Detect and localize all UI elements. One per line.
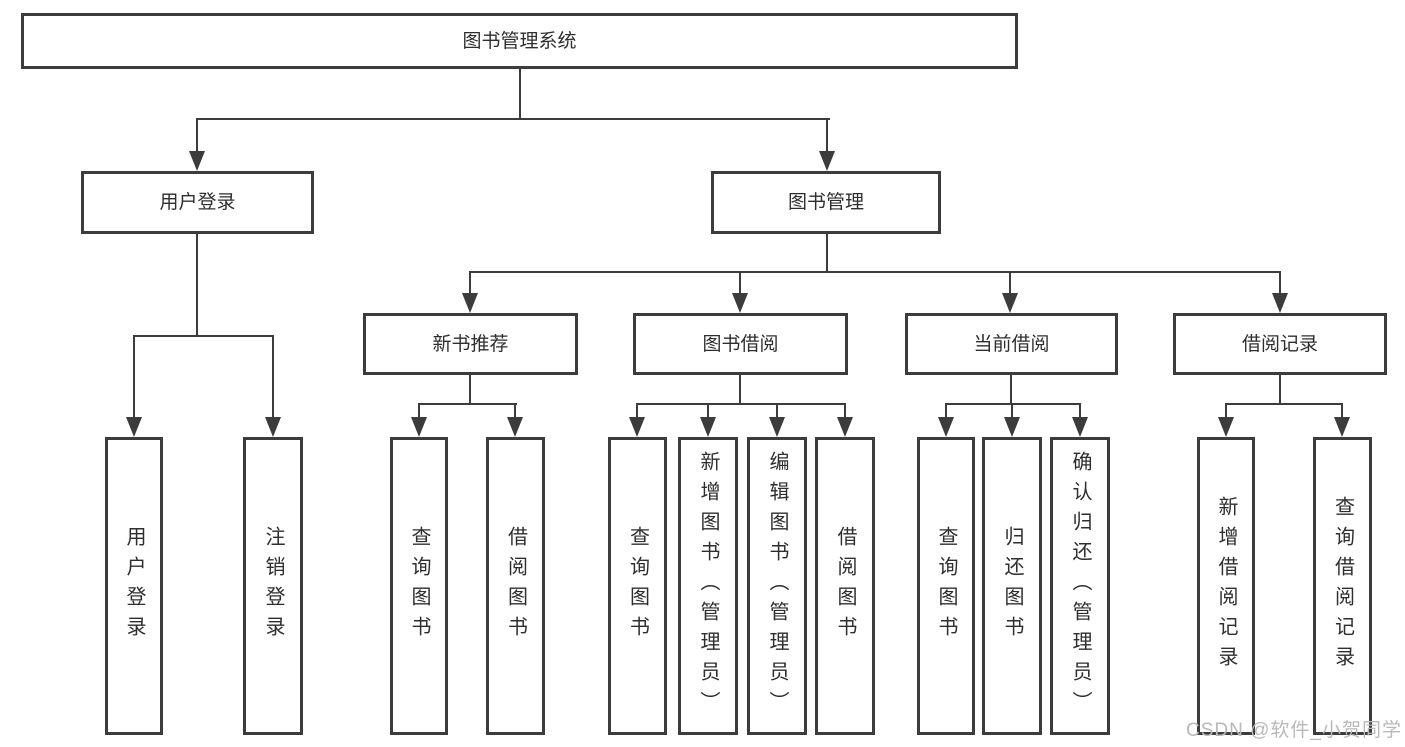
arrowhead-down-icon bbox=[1334, 417, 1350, 437]
connector-book-management-stem bbox=[826, 234, 828, 273]
node-root-label: 图书管理系统 bbox=[462, 30, 577, 52]
arrowhead-down-icon bbox=[507, 417, 523, 437]
leaf-query-books-borrowing-label: 查询图书 bbox=[626, 526, 649, 646]
connector-current-stem bbox=[1010, 375, 1012, 405]
leaf-add-book-admin-label: 新增图书（管理员） bbox=[697, 451, 719, 721]
arrowhead-down-icon bbox=[1272, 293, 1288, 313]
connector-recommendation-stem bbox=[469, 375, 471, 405]
arrowhead-down-icon bbox=[1004, 417, 1020, 437]
leaf-query-borrow-record-label: 查询借阅记录 bbox=[1331, 496, 1354, 676]
connector-drop bbox=[1225, 403, 1227, 419]
leaf-add-book-admin: 新增图书（管理员） bbox=[678, 437, 738, 735]
arrowhead-down-icon bbox=[1002, 293, 1018, 313]
leaf-query-books-current-label: 查询图书 bbox=[935, 526, 957, 646]
connector-drop bbox=[636, 403, 638, 419]
leaf-edit-book-admin: 编辑图书（管理员） bbox=[747, 437, 807, 735]
leaf-logout-label: 注销登录 bbox=[262, 526, 284, 646]
node-borrowing-records-label: 借阅记录 bbox=[1241, 333, 1318, 355]
connector-drop bbox=[514, 403, 516, 419]
arrowhead-down-icon bbox=[189, 151, 205, 171]
watermark: CSDN @软件_小贺同学 bbox=[1186, 720, 1402, 741]
leaf-confirm-return-admin: 确认归还（管理员） bbox=[1050, 437, 1110, 735]
arrowhead-down-icon bbox=[411, 417, 427, 437]
connector-records-rail bbox=[1225, 403, 1343, 405]
leaf-borrow-books-recommend: 借阅图书 bbox=[486, 437, 545, 735]
leaf-user-login: 用户登录 bbox=[105, 437, 163, 735]
connector-book-management-rail bbox=[469, 271, 1281, 273]
leaf-user-login-label: 用户登录 bbox=[123, 526, 145, 646]
connector-user-login-stem bbox=[196, 234, 198, 337]
connector-recommendation-rail bbox=[418, 403, 517, 405]
node-root: 图书管理系统 bbox=[21, 13, 1018, 69]
arrowhead-down-icon bbox=[629, 417, 645, 437]
connector-borrowing-rail bbox=[636, 403, 845, 405]
node-current-borrowing: 当前借阅 bbox=[905, 313, 1118, 375]
arrowhead-down-icon bbox=[1072, 417, 1088, 437]
arrowhead-down-icon bbox=[819, 151, 835, 171]
connector-drop bbox=[1011, 403, 1013, 419]
leaf-query-books-recommend-label: 查询图书 bbox=[408, 526, 430, 646]
connector-root-stem bbox=[519, 69, 521, 119]
connector-drop bbox=[945, 403, 947, 419]
node-current-borrowing-label: 当前借阅 bbox=[973, 333, 1050, 355]
leaf-query-books-borrowing: 查询图书 bbox=[608, 437, 667, 735]
leaf-edit-book-admin-label: 编辑图书（管理员） bbox=[766, 451, 788, 721]
connector-drop-book-management bbox=[826, 118, 828, 154]
node-book-management: 图书管理 bbox=[711, 171, 941, 234]
leaf-return-books: 归还图书 bbox=[982, 437, 1042, 735]
connector-records-stem bbox=[1279, 375, 1281, 405]
node-user-login-branch: 用户登录 bbox=[81, 171, 314, 234]
node-book-borrowing-label: 图书借阅 bbox=[702, 333, 779, 355]
connector-drop-recommendation bbox=[469, 271, 471, 295]
connector-borrowing-stem bbox=[739, 375, 741, 405]
connector-drop-records bbox=[1279, 271, 1281, 295]
node-borrowing-records: 借阅记录 bbox=[1173, 313, 1387, 375]
leaf-borrow-books-borrowing: 借阅图书 bbox=[815, 437, 875, 735]
leaf-add-borrow-record-label: 新增借阅记录 bbox=[1215, 496, 1237, 676]
connector-drop-current bbox=[1009, 271, 1011, 295]
leaf-query-books-current: 查询图书 bbox=[917, 437, 975, 735]
node-book-borrowing: 图书借阅 bbox=[633, 313, 848, 375]
connector-drop-leaf-user-login bbox=[133, 335, 135, 419]
node-new-book-recommendation-label: 新书推荐 bbox=[432, 333, 509, 355]
connector-root-rail bbox=[197, 118, 830, 120]
connector-drop bbox=[1079, 403, 1081, 419]
leaf-borrow-books-recommend-label: 借阅图书 bbox=[504, 526, 527, 646]
leaf-query-books-recommend: 查询图书 bbox=[390, 437, 448, 735]
leaf-add-borrow-record: 新增借阅记录 bbox=[1197, 437, 1255, 735]
arrowhead-down-icon bbox=[769, 417, 785, 437]
arrowhead-down-icon bbox=[462, 293, 478, 313]
leaf-query-borrow-record: 查询借阅记录 bbox=[1313, 437, 1372, 735]
node-user-login-branch-label: 用户登录 bbox=[159, 192, 236, 213]
connector-drop bbox=[776, 403, 778, 419]
leaf-borrow-books-borrowing-label: 借阅图书 bbox=[834, 526, 856, 646]
arrowhead-down-icon bbox=[1218, 417, 1234, 437]
arrowhead-down-icon bbox=[837, 417, 853, 437]
leaf-logout: 注销登录 bbox=[243, 437, 303, 735]
arrowhead-down-icon bbox=[732, 293, 748, 313]
connector-current-rail bbox=[945, 403, 1081, 405]
leaf-confirm-return-admin-label: 确认归还（管理员） bbox=[1069, 451, 1091, 721]
node-book-management-label: 图书管理 bbox=[787, 192, 864, 213]
connector-drop bbox=[1341, 403, 1343, 419]
arrowhead-down-icon bbox=[126, 417, 142, 437]
connector-drop bbox=[844, 403, 846, 419]
connector-user-login-rail bbox=[133, 335, 274, 337]
connector-drop-borrowing bbox=[739, 271, 741, 295]
connector-drop-leaf-logout bbox=[272, 335, 274, 419]
arrowhead-down-icon bbox=[700, 417, 716, 437]
connector-drop bbox=[707, 403, 709, 419]
arrowhead-down-icon bbox=[265, 417, 281, 437]
node-new-book-recommendation: 新书推荐 bbox=[363, 313, 578, 375]
leaf-return-books-label: 归还图书 bbox=[1001, 526, 1023, 646]
arrowhead-down-icon bbox=[938, 417, 954, 437]
connector-drop-user-login bbox=[196, 118, 198, 154]
connector-drop bbox=[418, 403, 420, 419]
